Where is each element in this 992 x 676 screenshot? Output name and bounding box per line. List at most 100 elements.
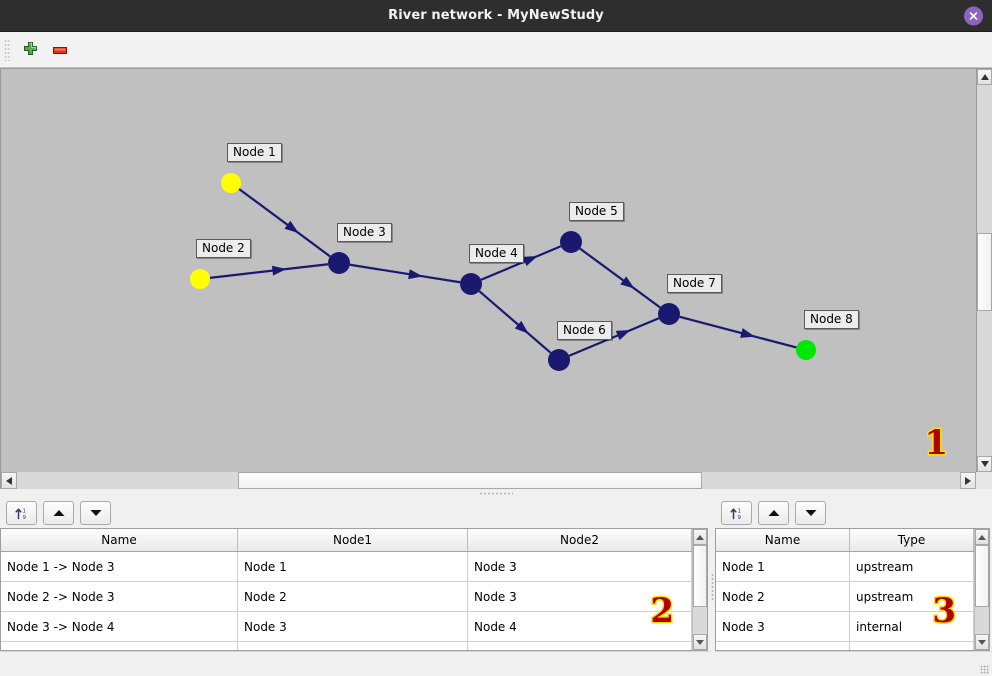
column-header[interactable]: Node1: [237, 529, 468, 552]
add-plus-icon[interactable]: [15, 35, 45, 65]
graph-hscroll-thumb[interactable]: [238, 472, 702, 489]
table-cell[interactable]: Node 1: [237, 551, 468, 582]
graph-edge[interactable]: [209, 263, 329, 279]
nodes-table-scrollbar[interactable]: [974, 529, 989, 650]
graph-node[interactable]: [190, 269, 210, 289]
nodes-scroll-up-button[interactable]: [975, 529, 989, 545]
links-scroll-track[interactable]: [693, 545, 707, 634]
nodes-sort-ascending-icon[interactable]: 1 9: [721, 501, 752, 525]
table-cell[interactable]: Node 4: [237, 641, 468, 650]
table-cell[interactable]: Node 4 -> Node 5: [1, 641, 238, 650]
scroll-left-button[interactable]: [1, 472, 17, 489]
graph-node[interactable]: [221, 173, 241, 193]
graph-node-label[interactable]: Node 6: [557, 321, 612, 340]
column-header[interactable]: Node2: [467, 529, 692, 552]
graph-node[interactable]: [560, 231, 582, 253]
graph-node[interactable]: [328, 252, 350, 274]
graph-vscroll-thumb[interactable]: [977, 233, 992, 311]
arrow-down-icon[interactable]: [80, 501, 111, 525]
resize-grip-icon[interactable]: [980, 665, 989, 674]
table-cell[interactable]: Node 3: [467, 551, 692, 582]
graph-node-label[interactable]: Node 1: [227, 143, 282, 162]
graph-vertical-scrollbar[interactable]: [976, 68, 992, 472]
table-cell[interactable]: Node 4: [467, 611, 692, 642]
table-cell[interactable]: internal: [849, 641, 974, 650]
graph-horizontal-scrollbar[interactable]: [0, 472, 992, 489]
vertical-splitter[interactable]: [710, 498, 715, 676]
graph-edge-arrow-icon: [408, 269, 423, 280]
remove-minus-icon[interactable]: [45, 35, 75, 65]
graph-hscroll-track[interactable]: [17, 472, 960, 489]
table-cell[interactable]: upstream: [849, 551, 974, 582]
nodes-scroll-thumb[interactable]: [975, 545, 989, 607]
column-header[interactable]: Name: [716, 529, 850, 552]
graph-node[interactable]: [460, 273, 482, 295]
nodes-arrow-up-icon[interactable]: [758, 501, 789, 525]
graph-node-label[interactable]: Node 7: [667, 274, 722, 293]
graph-node-label[interactable]: Node 8: [804, 310, 859, 329]
nodes-scroll-track[interactable]: [975, 545, 989, 634]
table-cell[interactable]: Node 3: [716, 611, 850, 642]
graph-edge[interactable]: [568, 317, 660, 357]
scroll-right-button[interactable]: [960, 472, 976, 489]
table-cell[interactable]: Node 3: [467, 581, 692, 612]
links-scroll-up-button[interactable]: [693, 529, 707, 545]
horizontal-splitter[interactable]: [0, 489, 992, 498]
scroll-up-button[interactable]: [977, 69, 992, 85]
graph-node[interactable]: [548, 349, 570, 371]
table-cell[interactable]: Node 5: [467, 641, 692, 650]
nodes-arrow-down-icon[interactable]: [795, 501, 826, 525]
links-scroll-down-button[interactable]: [693, 634, 707, 650]
table-cell[interactable]: Node 1 -> Node 3: [1, 551, 238, 582]
graph-edge[interactable]: [480, 245, 562, 281]
table-cell[interactable]: Node 2 -> Node 3: [1, 581, 238, 612]
scrollbar-corner: [976, 472, 992, 489]
graph-vscroll-track[interactable]: [977, 85, 992, 456]
table-cell[interactable]: Node 3: [237, 611, 468, 642]
graph-node-label[interactable]: Node 4: [469, 244, 524, 263]
column-header[interactable]: Type: [849, 529, 974, 552]
toolbar-drag-handle[interactable]: [4, 38, 11, 61]
graph-node-label[interactable]: Node 3: [337, 223, 392, 242]
table-cell[interactable]: upstream: [849, 581, 974, 612]
graph-node-label[interactable]: Node 5: [569, 202, 624, 221]
close-icon[interactable]: [964, 6, 983, 25]
links-table-scrollbar[interactable]: [692, 529, 707, 650]
graph-canvas[interactable]: Node 1 Node 2 Node 3 Node 4 Node 5 Node 6 Node…: [0, 68, 976, 472]
sort-ascending-icon[interactable]: 1 9: [6, 501, 37, 525]
table-cell[interactable]: internal: [849, 611, 974, 642]
graph-node-label[interactable]: Node 2: [196, 239, 251, 258]
links-scroll-thumb[interactable]: [693, 545, 707, 607]
graph-edge[interactable]: [349, 263, 461, 284]
table-cell[interactable]: Node 3 -> Node 4: [1, 611, 238, 642]
table-cell[interactable]: Node 1: [716, 551, 850, 582]
table-cell[interactable]: Node 2: [716, 581, 850, 612]
splitter-grip-icon: [479, 492, 513, 495]
table-cell[interactable]: Node 4: [716, 641, 850, 650]
column-header[interactable]: Name: [1, 529, 238, 552]
scroll-down-button[interactable]: [977, 456, 992, 472]
arrow-up-icon[interactable]: [43, 501, 74, 525]
graph-node[interactable]: [796, 340, 816, 360]
nodes-scroll-down-button[interactable]: [975, 634, 989, 650]
svg-text:9: 9: [738, 515, 742, 521]
graph-edge[interactable]: [679, 315, 797, 349]
graph-node[interactable]: [658, 303, 680, 325]
graph-edge[interactable]: [579, 247, 661, 309]
graph-edge[interactable]: [478, 290, 552, 354]
table-row[interactable]: Node 4internal: [716, 641, 974, 650]
graph-edge[interactable]: [238, 188, 331, 258]
table-cell[interactable]: Node 2: [237, 581, 468, 612]
